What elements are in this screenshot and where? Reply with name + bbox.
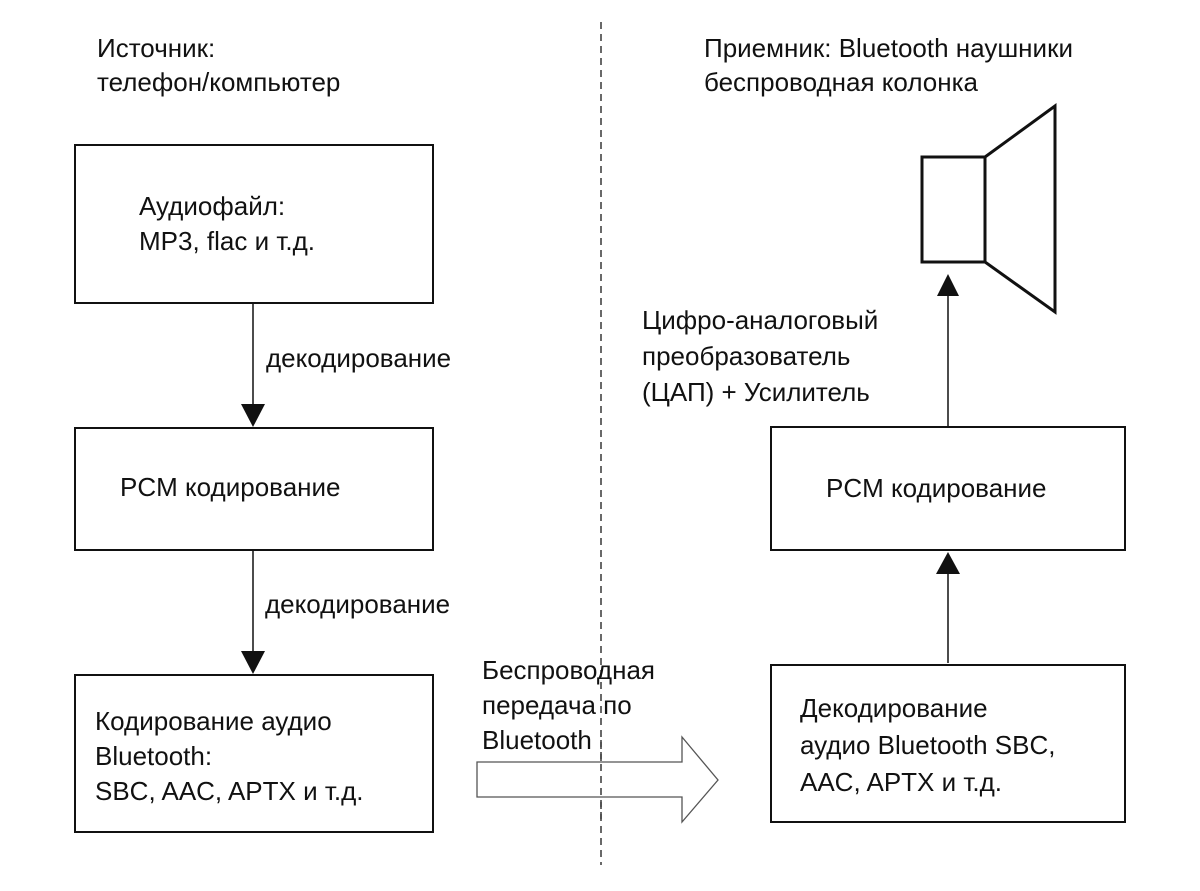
bt-encode-line3: SBC, AAC, APTX и т.д. (95, 776, 364, 806)
speaker-icon (920, 103, 1057, 315)
audio-file-line2: MP3, flac и т.д. (139, 226, 315, 256)
bt-decode-line2: аудио Bluetooth SBC, (800, 730, 1056, 760)
bt-decode-box: Декодирование аудио Bluetooth SBC, AAC, … (770, 664, 1126, 823)
wireless-transfer-arrow (476, 735, 719, 824)
receiver-pcm-box: PCM кодирование (770, 426, 1126, 551)
audio-file-box: Аудиофайл: MP3, flac и т.д. (74, 144, 434, 304)
arrow-pcm-to-speaker (937, 274, 959, 426)
bt-encode-line2: Bluetooth: (95, 741, 213, 771)
bt-decode-line1: Декодирование (800, 693, 988, 723)
bt-decode-line3: AAC, APTX и т.д. (800, 767, 1002, 797)
transfer-line2: передача по (482, 690, 632, 720)
decode-label-2: декодирование (265, 589, 451, 619)
bt-encode-box: Кодирование аудио Bluetooth: SBC, AAC, A… (74, 674, 434, 833)
bt-encode-line1: Кодирование аудио (95, 706, 332, 736)
arrow-bt-decode-to-pcm (936, 552, 960, 663)
source-heading-line1: Источник: (97, 33, 216, 63)
dac-line3: (ЦАП) + Усилитель (642, 377, 870, 407)
decode-label-1: декодирование (266, 343, 452, 373)
source-heading-line2: телефон/компьютер (97, 67, 341, 97)
dac-line2: преобразователь (642, 341, 851, 371)
transfer-line3: Bluetooth (482, 725, 592, 755)
dac-line1: Цифро-аналоговый (642, 305, 879, 335)
receiver-pcm-label: PCM кодирование (826, 473, 1047, 503)
source-pcm-label: PCM кодирование (120, 472, 341, 502)
receiver-heading-line1: Приемник: Bluetooth наушники (704, 33, 1073, 63)
audio-file-line1: Аудиофайл: (139, 191, 286, 221)
receiver-heading-line2: беспроводная колонка (704, 67, 979, 97)
arrow-file-to-pcm (241, 304, 265, 427)
transfer-line1: Беспроводная (482, 655, 655, 685)
arrow-pcm-to-bt-encode (241, 551, 265, 674)
source-pcm-box: PCM кодирование (74, 427, 434, 551)
